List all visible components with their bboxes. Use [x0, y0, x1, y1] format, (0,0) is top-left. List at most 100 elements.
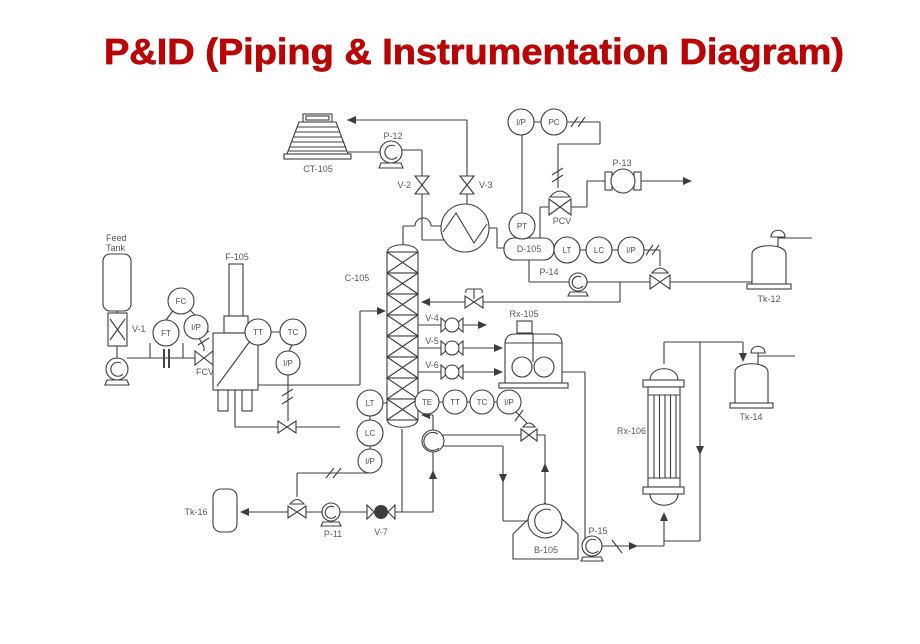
ip-feed-text: I/P [191, 323, 201, 332]
valve-v3: V-3 [458, 175, 493, 195]
p15-label: P-15 [588, 526, 607, 536]
reactor-rx106: Rx-106 [617, 368, 685, 506]
pump-p11: P-11 [320, 502, 342, 539]
blower-b105: B-105 [512, 502, 579, 560]
instrument-ip-d105: I/P [617, 236, 645, 264]
te-text: TE [422, 398, 432, 407]
v1-label: V-1 [132, 324, 146, 334]
flow-arrows [240, 116, 747, 550]
valve-v2: V-2 [397, 175, 431, 195]
valve-v1: V-1 [107, 312, 146, 347]
instrument-lc-c105: LC [356, 419, 384, 447]
reflux-valve [464, 288, 484, 310]
p12-label: P-12 [383, 131, 402, 141]
column-packing [386, 251, 419, 421]
lc-c105-text: LC [365, 429, 375, 438]
ip-furnace-text: I/P [283, 359, 293, 368]
v6-label: V-6 [425, 360, 439, 370]
tk16-control-valve [287, 498, 307, 520]
instrument-pt: PT [508, 212, 536, 240]
condenser-hx [440, 203, 490, 253]
valve-v5: V-5 [425, 336, 464, 357]
feed-tank: Feed Tank [102, 233, 132, 312]
instrument-ft: FT [152, 319, 180, 347]
pump-p15: P-15 [580, 526, 608, 562]
rx105-label: Rx-105 [509, 309, 538, 319]
d105-label: D-105 [517, 244, 542, 254]
tk14-label: Tk-14 [739, 412, 762, 422]
v5-label: V-5 [425, 336, 439, 346]
instrument-lt-d105: LT [553, 236, 581, 264]
tk12-label: Tk-12 [757, 294, 780, 304]
pcv-label: PCV [553, 216, 572, 226]
reactor-rx105: Rx-105 [498, 309, 569, 389]
ct105-label: CT-105 [303, 164, 333, 174]
tank-tk12: Tk-12 [746, 229, 792, 304]
compressor-p13: P-13 [604, 158, 642, 194]
tt-c105-text: TT [450, 398, 460, 407]
ip-d105-text: I/P [626, 246, 636, 255]
valve-fcv: FCV [194, 349, 214, 377]
pc-text: PC [548, 118, 559, 127]
ip-c105-text: I/P [365, 457, 375, 466]
b105-label: B-105 [534, 545, 558, 555]
instrument-tc-furnace: TC [279, 318, 307, 346]
pump-p14: P-14 [539, 267, 589, 297]
instrument-pc: PC [540, 108, 568, 136]
inline-circulator [421, 429, 445, 453]
v7-label: V-7 [374, 527, 388, 537]
page-title: P&ID (Piping & Instrumentation Diagram) [104, 31, 844, 72]
feed-pump [104, 357, 130, 386]
instrument-tt-furnace: TT [244, 318, 272, 346]
instrument-te: TE [414, 389, 440, 415]
c105-label: C-105 [345, 273, 370, 283]
instrument-fc: FC [167, 287, 195, 315]
lt-c105-text: LT [366, 399, 375, 408]
valve-pcv: PCV [548, 190, 572, 226]
tank-tk14: Tk-14 [729, 345, 774, 422]
ft-text: FT [161, 329, 171, 338]
instrument-ip-top: I/P [507, 108, 535, 136]
fuel-control-valve [277, 419, 297, 435]
valve-v7: V-7 [366, 503, 396, 537]
instrument-ip-c105: I/P [357, 448, 383, 474]
ip-top-text: I/P [516, 118, 526, 127]
valve-v6: V-6 [425, 360, 464, 381]
f105-label: F-105 [225, 252, 249, 262]
instrument-bubbles: I/P PC PT FC FT I/P TT TC [152, 108, 645, 474]
v2-label: V-2 [397, 180, 411, 190]
tk16-label: Tk-16 [184, 507, 207, 517]
instrument-ip-furnace: I/P [275, 350, 301, 376]
instrument-tt-c105: TT [442, 389, 468, 415]
feed-tank-label-2: Tank [106, 243, 126, 253]
fc-text: FC [176, 297, 187, 306]
pt-text: PT [517, 222, 527, 231]
lt-d105-text: LT [563, 246, 572, 255]
loop-control-valve [520, 422, 538, 443]
instrument-ip-c105-bottom: I/P [496, 389, 522, 415]
tc-c105-text: TC [477, 398, 488, 407]
drum-d105: D-105 [503, 237, 555, 261]
v3-label: V-3 [479, 180, 493, 190]
signal-slashes [197, 116, 660, 479]
p11-label: P-11 [324, 529, 342, 539]
tt-furnace-text: TT [253, 328, 263, 337]
tk12-control-valve [649, 267, 671, 291]
pump-p12: P-12 [378, 131, 404, 169]
rx106-label: Rx-106 [617, 426, 646, 436]
ip-c105-bottom-text: I/P [504, 398, 514, 407]
feed-tank-label-1: Feed [106, 233, 127, 243]
p13-label: P-13 [612, 158, 631, 168]
instrument-lc-d105: LC [585, 236, 613, 264]
orifice-plate [163, 349, 170, 368]
v4-label: V-4 [425, 313, 439, 323]
instrument-tc-c105: TC [469, 389, 495, 415]
column-c105: C-105 [345, 244, 419, 428]
lc-d105-text: LC [594, 246, 604, 255]
p14-label: P-14 [539, 267, 558, 277]
instrument-ip-feed: I/P [183, 314, 209, 340]
tank-tk16: Tk-16 [184, 488, 238, 533]
instrument-lt-c105: LT [356, 389, 384, 417]
